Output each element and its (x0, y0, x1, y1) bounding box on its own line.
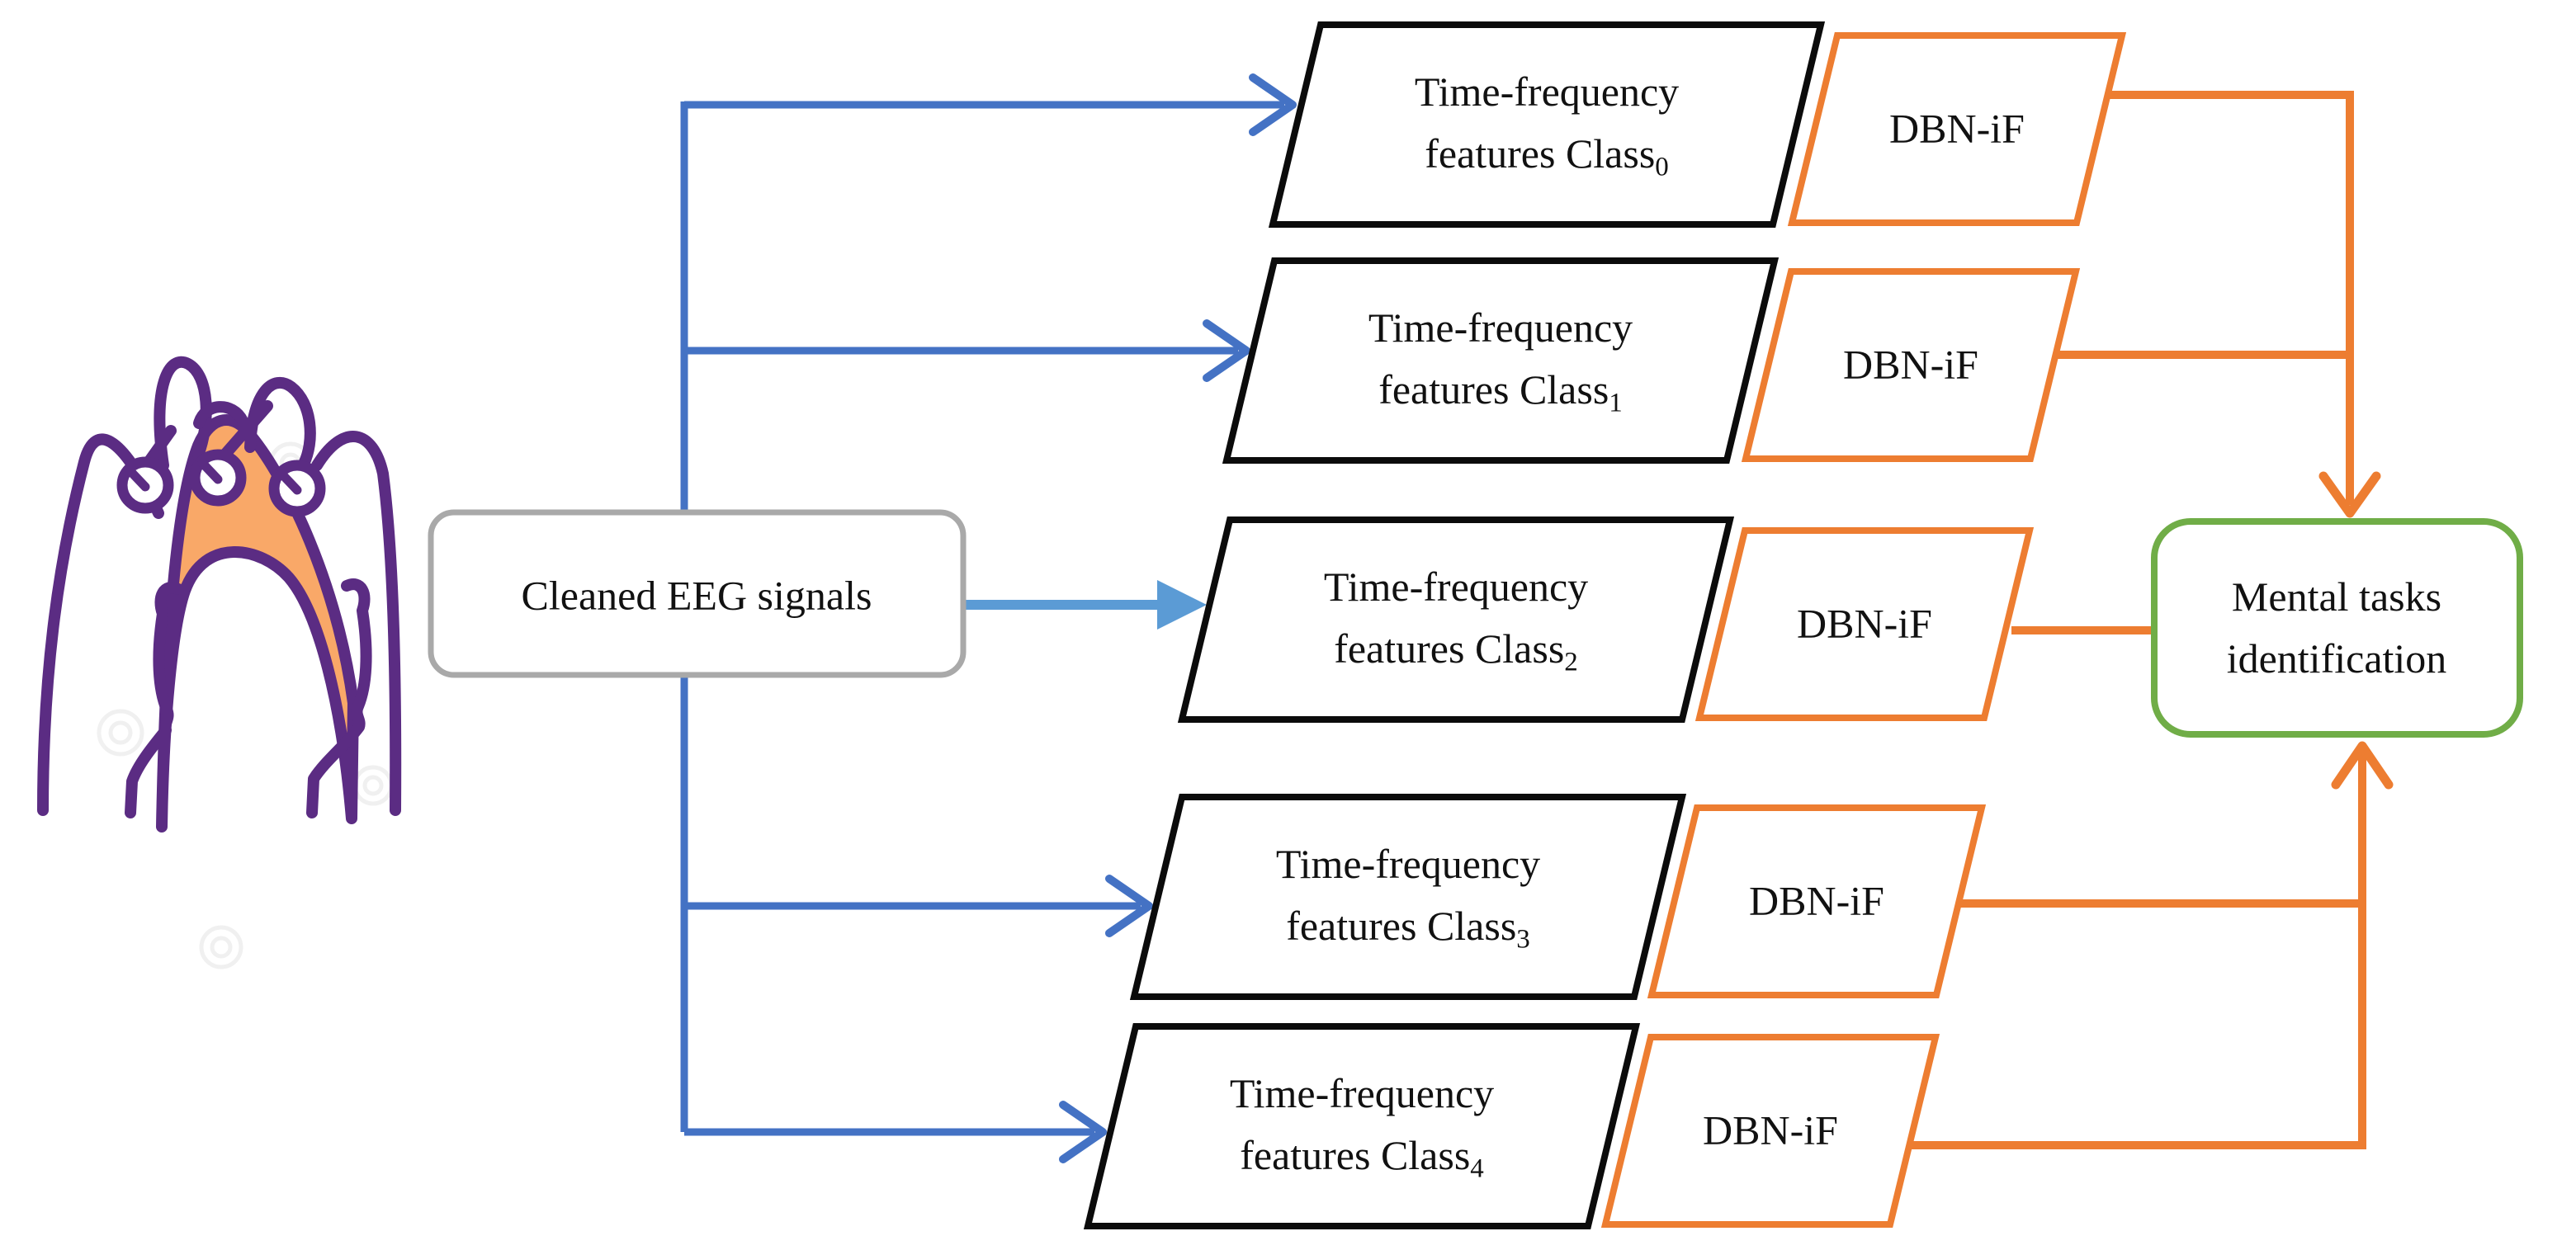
orange-connector-lines (1909, 91, 2394, 1149)
class-subscript: 3 (1516, 924, 1530, 955)
arrowhead-row4-icon (1059, 1101, 1107, 1163)
classifier-parallelograms (1600, 32, 2127, 1228)
arrowhead-row2-icon (1157, 580, 1207, 630)
feature-line1: Time-frequency (1275, 841, 1541, 888)
feature-line2: features Class (1378, 366, 1609, 413)
feature-line1: Time-frequency (1323, 564, 1589, 611)
orange-route-top (2107, 91, 2354, 505)
feature-label-class1: Time-frequency features Class1 (1368, 297, 1633, 424)
feature-line1: Time-frequency (1368, 304, 1633, 351)
classifier-parallelogram-4 (1600, 1034, 1940, 1228)
eeg-electrode-ticks-icon (125, 458, 302, 495)
feature-label-class3: Time-frequency features Class3 (1276, 833, 1540, 960)
feature-parallelograms (1083, 21, 1826, 1229)
classifier-label-2: DBN-iF (1797, 600, 1932, 647)
class-subscript: 0 (1655, 152, 1669, 182)
arrowhead-row1-icon (1203, 319, 1250, 382)
head-outline (125, 578, 372, 818)
class-subscript: 1 (1609, 388, 1623, 418)
orange-route-bottom (1909, 751, 2366, 1149)
feature-line2: features Class (1286, 903, 1517, 950)
classifier-label-4: DBN-iF (1703, 1106, 1838, 1153)
eeg-wire-loops-icon (143, 356, 316, 471)
feature-label-class2: Time-frequency features Class2 (1324, 556, 1588, 683)
orange-arrowhead-up-icon (2331, 741, 2394, 790)
mental-tasks-label: Mental tasks identification (2227, 566, 2447, 690)
output-line1: Mental tasks (2231, 573, 2442, 620)
classifier-label-1: DBN-iF (1843, 341, 1978, 388)
class-subscript: 4 (1470, 1153, 1484, 1184)
feature-line2: features Class (1240, 1132, 1471, 1179)
feature-label-class0: Time-frequency features Class0 (1415, 61, 1679, 188)
arrowhead-row0-icon (1249, 73, 1297, 136)
eeg-cap-band (156, 414, 359, 833)
orange-arrowhead-down-icon (2318, 471, 2381, 518)
feature-line2: features Class (1425, 130, 1656, 177)
classifier-parallelogram-3 (1647, 804, 1987, 998)
light-blue-arrow-row2 (963, 580, 1207, 630)
classifier-parallelogram-2 (1694, 527, 2035, 721)
class-subscript: 2 (1564, 647, 1578, 677)
cleaned-eeg-label: Cleaned EEG signals (521, 572, 872, 619)
feature-parallelogram-class4 (1083, 1023, 1641, 1229)
feature-line1: Time-frequency (1414, 68, 1680, 116)
classifier-parallelogram-0 (1787, 32, 2127, 226)
feature-parallelogram-class1 (1222, 257, 1780, 464)
cleaned-eeg-box (428, 509, 967, 678)
classifier-parallelogram-1 (1741, 268, 2081, 462)
mental-tasks-box (2151, 518, 2523, 738)
arrowhead-row3-icon (1105, 875, 1153, 937)
eeg-headset-head-icon (37, 356, 402, 969)
eeg-cables-icon (37, 431, 402, 816)
feature-label-class4: Time-frequency features Class4 (1230, 1063, 1494, 1190)
feature-parallelogram-class3 (1129, 794, 1687, 1000)
feature-parallelogram-class0 (1268, 21, 1826, 228)
classifier-label-0: DBN-iF (1889, 105, 2025, 152)
feature-line2: features Class (1334, 625, 1565, 672)
output-line2: identification (2226, 635, 2447, 682)
feature-parallelogram-class2 (1177, 517, 1735, 723)
classifier-label-3: DBN-iF (1749, 877, 1884, 924)
feature-line1: Time-frequency (1229, 1070, 1495, 1117)
